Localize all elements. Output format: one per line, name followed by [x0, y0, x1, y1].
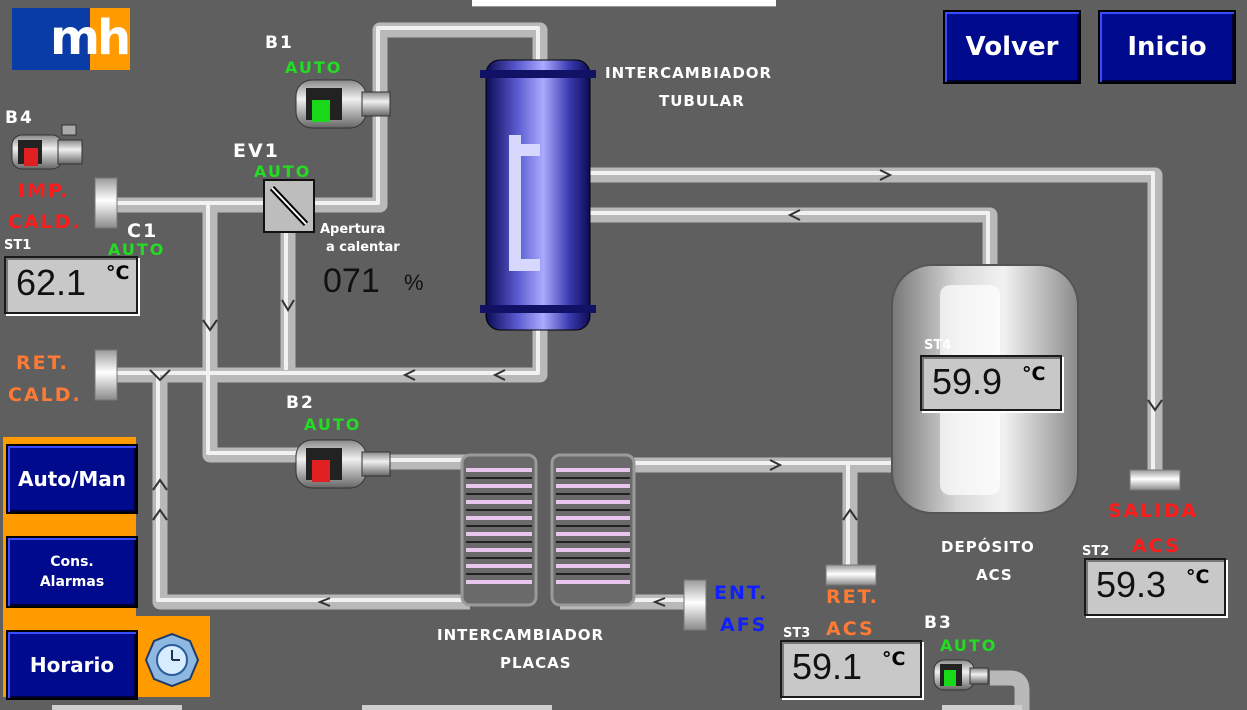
pump-b2-symbol [295, 439, 391, 489]
outlet-acs-label-1: SALIDA [1108, 500, 1199, 522]
st4-unit: °C [1022, 363, 1046, 385]
pump-b4-name: B4 [5, 108, 34, 128]
logo-text: mh [50, 10, 130, 66]
return-acs-label-2: ACS [826, 618, 875, 640]
ev1-mode: AUTO [254, 162, 312, 181]
tubular-exchanger-label-2: TUBULAR [659, 92, 745, 110]
pump-b1-symbol [295, 79, 391, 129]
plate-exchanger-label-1: INTERCAMBIADOR [437, 626, 605, 644]
clock-icon[interactable] [144, 632, 200, 688]
pump-b3-mode: AUTO [940, 636, 998, 655]
st4-label: ST4 [924, 338, 952, 353]
ev1-valve-symbol [263, 179, 315, 233]
alarms-button[interactable]: Cons. Alarmas [6, 536, 138, 608]
pump-b3[interactable] [932, 658, 992, 692]
bottom-strip-left [52, 705, 182, 710]
company-logo: mh [12, 8, 130, 70]
st1-label: ST1 [4, 238, 32, 253]
st4-display: 59.9 °C [920, 355, 1062, 411]
st3-label: ST3 [783, 626, 811, 641]
pump-b1-name: B1 [265, 33, 294, 53]
pump-b3-name: B3 [924, 613, 953, 633]
bottom-strip-right [942, 705, 1022, 710]
cold-inlet-label-1: ENT. [714, 582, 769, 604]
ev1-opening-value: 071 [323, 262, 380, 300]
tank-label-2: ACS [976, 566, 1013, 584]
pipes [115, 22, 1163, 710]
pump-b1[interactable] [294, 78, 392, 130]
return-acs-label-1: RET. [826, 586, 879, 608]
top-window-tab [472, 0, 776, 7]
alarms-button-line2: Alarmas [39, 574, 105, 590]
pump-b2-name: B2 [286, 393, 315, 413]
tubular-exchanger-label-1: INTERCAMBIADOR [605, 64, 773, 82]
plate-exchanger [460, 453, 636, 607]
auto-man-button[interactable]: Auto/Man [6, 444, 138, 514]
pump-b4-symbol [11, 124, 83, 170]
ret-cald-label-2: CALD. [8, 384, 82, 406]
ev1-valve[interactable] [264, 180, 316, 234]
schedule-button[interactable]: Horario [6, 630, 138, 700]
st2-display: 59.3 °C [1084, 558, 1226, 616]
pump-b4[interactable] [10, 122, 84, 172]
home-button[interactable]: Inicio [1098, 10, 1236, 84]
ev1-opening-label-1: Apertura [320, 222, 386, 237]
tubular-exchanger [480, 59, 596, 331]
ret-cald-label-1: RET. [16, 352, 69, 374]
pump-b2[interactable] [294, 438, 392, 490]
ev1-opening-unit: % [404, 270, 424, 295]
st1-display: 62.1 °C [4, 256, 138, 314]
c1-mode: AUTO [108, 240, 166, 259]
pump-b2-mode: AUTO [304, 415, 362, 434]
ev1-name: EV1 [233, 140, 280, 162]
pump-b1-mode: AUTO [285, 58, 343, 77]
plate-exchanger-label-2: PLACAS [500, 654, 572, 672]
back-button[interactable]: Volver [943, 10, 1081, 84]
c1-name: C1 [127, 220, 159, 242]
ev1-opening-label-2: a calentar [326, 240, 400, 255]
tank-label-1: DEPÓSITO [941, 538, 1035, 556]
pump-b3-symbol [933, 659, 989, 691]
st2-label: ST2 [1082, 544, 1110, 559]
st1-unit: °C [106, 262, 130, 284]
st3-value: 59.1 [792, 646, 863, 687]
pipe-flanges [94, 177, 1181, 631]
st3-unit: °C [882, 648, 906, 670]
outlet-acs-label-2: ACS [1132, 535, 1181, 557]
imp-cald-label-1: IMP. [18, 180, 70, 202]
st1-value: 62.1 [16, 262, 87, 303]
bottom-strip-mid [362, 705, 552, 710]
st2-value: 59.3 [1096, 564, 1167, 605]
clock-icon-graphic [144, 632, 200, 688]
flow-arrows [149, 169, 1163, 607]
st3-display: 59.1 °C [780, 640, 922, 698]
st4-value: 59.9 [932, 361, 1003, 402]
st2-unit: °C [1186, 566, 1210, 588]
imp-cald-label-2: CALD. [8, 211, 82, 233]
cold-inlet-label-2: AFS [720, 614, 768, 636]
logo-orange-block [90, 8, 130, 70]
alarms-button-line1: Cons. [50, 554, 94, 570]
